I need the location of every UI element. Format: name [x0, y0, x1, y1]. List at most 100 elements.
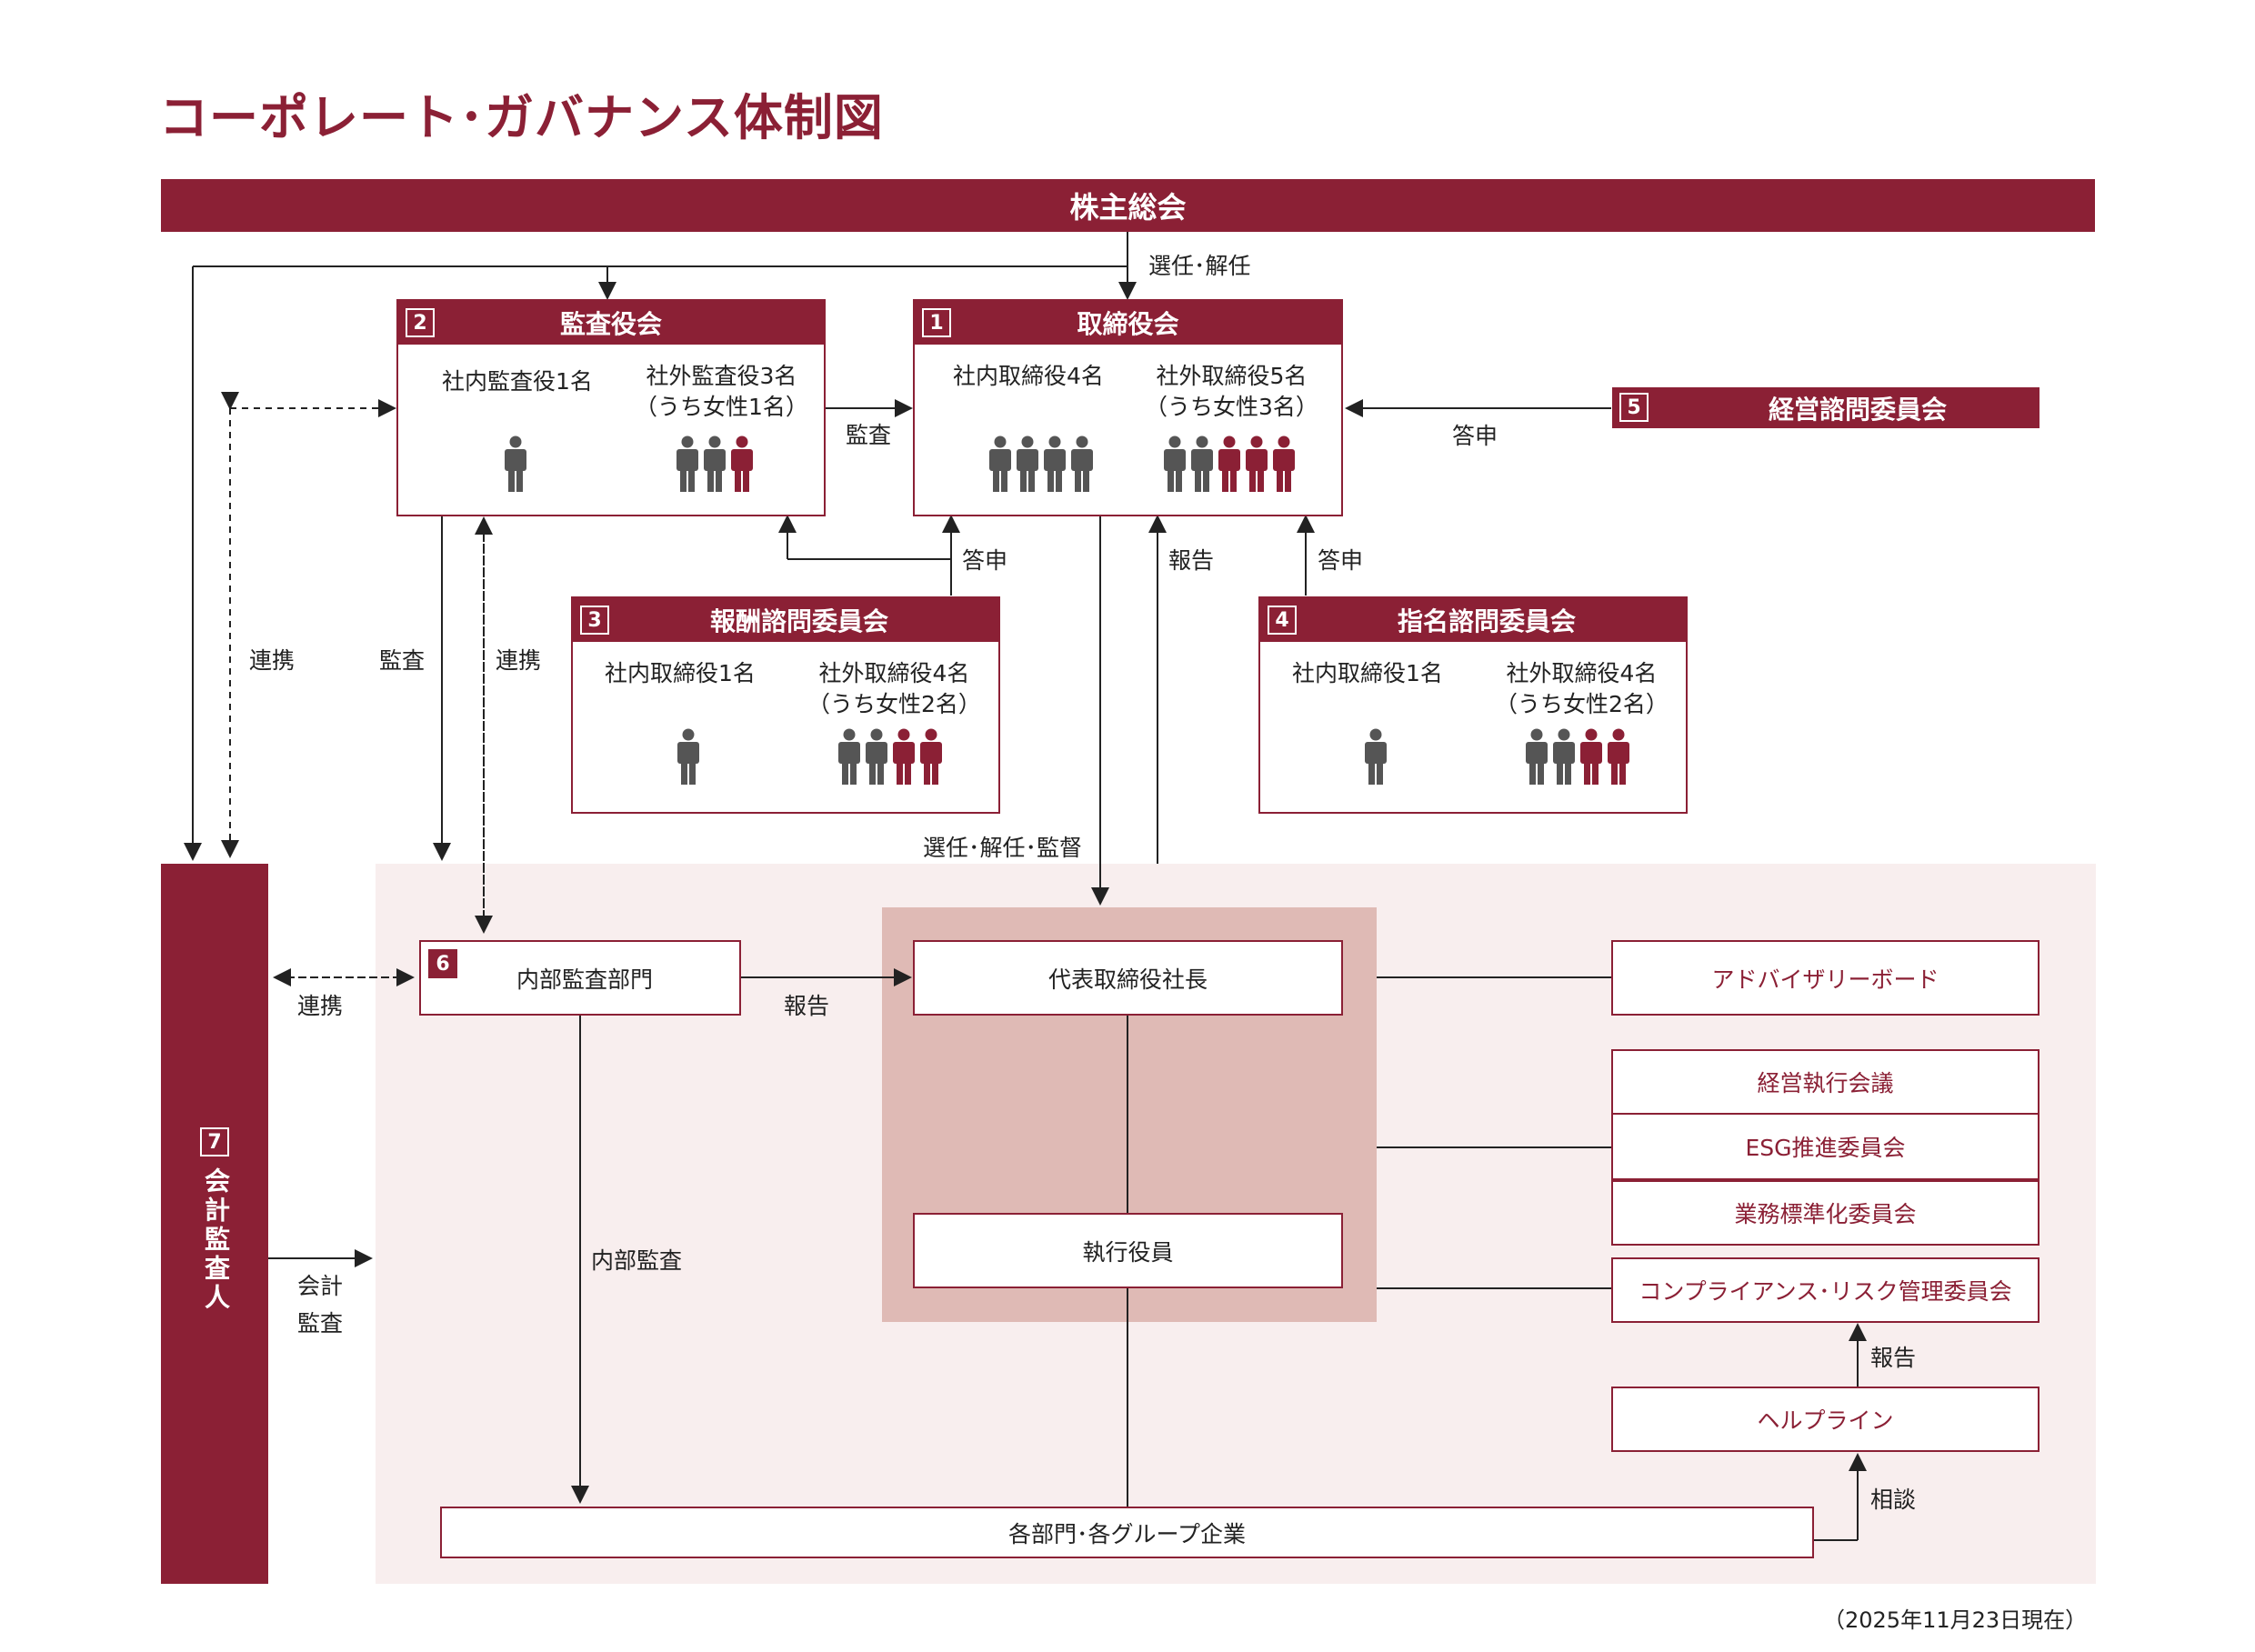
audit-inside-people — [503, 436, 528, 494]
board-inside: 社内取締役4名 — [953, 363, 1104, 389]
audit-outside-people — [675, 436, 755, 494]
internal-audit-dept: 6 内部監査部門 — [419, 940, 741, 1016]
label-coop-left: 連携 — [249, 647, 296, 674]
nom-inside-people — [1363, 728, 1388, 786]
officers-box: 執行役員 — [913, 1213, 1343, 1288]
board-number: 1 — [922, 308, 951, 337]
standardization-committee-box: 業務標準化委員会 — [1611, 1180, 2040, 1246]
comp-committee-inside: 社内取締役1名 — [605, 660, 756, 686]
person-icon — [1071, 436, 1093, 492]
nom-outside-count: 社外取締役4名 — [1506, 660, 1658, 686]
shareholders-label: 株主総会 — [1069, 190, 1187, 225]
ceo-box: 代表取締役社長 — [913, 940, 1343, 1016]
person-icon — [893, 728, 915, 785]
nom-committee-title: 指名諮問委員会 — [1397, 606, 1576, 636]
comp-committee-header: 報酬諮問委員会 — [573, 598, 998, 642]
comp-outside-people — [837, 728, 944, 786]
person-icon — [676, 436, 698, 492]
label-coop-internal: 連携 — [297, 993, 344, 1019]
person-icon — [1608, 728, 1629, 785]
nom-outside-people — [1524, 728, 1631, 786]
board-outside-count: 社外取締役5名 — [1156, 363, 1308, 389]
esg-committee-box: ESG推進委員会 — [1611, 1115, 2040, 1180]
comp-outside-count: 社外取締役4名 — [818, 660, 970, 686]
comp-committee-number: 3 — [580, 606, 609, 635]
label-elect-supervise: 選任･解任･監督 — [923, 835, 1083, 861]
advisory-board-box: アドバイザリーボード — [1611, 940, 2040, 1016]
comp-outside-women: （うち女性2名） — [807, 691, 981, 717]
board-header: 取締役会 — [915, 301, 1341, 345]
board-outside: 社外取締役5名 （うち女性3名） — [1145, 361, 1318, 423]
audit-board-outside: 社外監査役3名 （うち女性1名） — [635, 361, 808, 423]
label-help-report: 報告 — [1870, 1345, 1917, 1371]
label-comp-report: 答申 — [962, 547, 1008, 574]
board-box: 取締役会 1 社内取締役4名 社外取締役5名 （うち女性3名） — [913, 299, 1343, 516]
person-icon — [1246, 436, 1268, 492]
compliance-committee-box: コンプライアンス･リスク管理委員会 — [1611, 1257, 2040, 1323]
page-title: コーポレート･ガバナンス体制図 — [159, 89, 884, 146]
audit-board-number: 2 — [406, 308, 435, 337]
person-icon — [1365, 728, 1387, 785]
shareholders-meeting: 株主総会 — [161, 179, 2095, 232]
internal-audit-title: 内部監査部門 — [516, 966, 653, 993]
person-icon — [731, 436, 753, 492]
nom-committee-header: 指名諮問委員会 — [1260, 598, 1686, 642]
departments-box: 各部門･各グループ企業 — [440, 1507, 1814, 1558]
label-accounting-audit: 監査 — [297, 1310, 344, 1337]
nom-committee-outside: 社外取締役4名 （うち女性2名） — [1495, 658, 1669, 720]
label-accounting: 会計 — [297, 1273, 344, 1299]
mgmt-advisory-committee: 5 経営諮問委員会 — [1612, 387, 2040, 428]
comp-inside-people — [676, 728, 701, 786]
label-nom-report: 答申 — [1318, 547, 1364, 574]
person-icon — [1191, 436, 1213, 492]
person-icon — [1044, 436, 1066, 492]
audit-board-outside-women: （うち女性1名） — [635, 394, 808, 420]
audit-board-box: 監査役会 2 社内監査役1名 社外監査役3名 （うち女性1名） — [396, 299, 826, 516]
person-icon — [989, 436, 1011, 492]
person-icon — [1273, 436, 1295, 492]
mgmt-advisory-title: 経営諮問委員会 — [1768, 394, 1947, 425]
mgmt-advisory-number: 5 — [1619, 393, 1649, 422]
auditor-title: 会計監査人 — [201, 1167, 231, 1313]
person-icon — [866, 728, 887, 785]
person-icon — [1218, 436, 1240, 492]
person-icon — [1526, 728, 1548, 785]
accounting-auditor-bar: 7 会計監査人 — [161, 864, 268, 1584]
person-icon — [677, 728, 699, 785]
audit-board-title: 監査役会 — [559, 309, 662, 339]
label-consult: 相談 — [1870, 1487, 1917, 1513]
comp-committee-outside: 社外取締役4名 （うち女性2名） — [807, 658, 981, 720]
board-inside-people — [987, 436, 1095, 494]
person-icon — [1553, 728, 1575, 785]
person-icon — [920, 728, 942, 785]
person-icon — [838, 728, 860, 785]
board-outside-women: （うち女性3名） — [1145, 394, 1318, 420]
comp-committee-title: 報酬諮問委員会 — [709, 606, 888, 636]
person-icon — [505, 436, 526, 492]
label-elect-dismiss: 選任･解任 — [1148, 253, 1251, 279]
audit-board-inside: 社内監査役1名 — [442, 368, 593, 395]
audit-board-header: 監査役会 — [398, 301, 824, 345]
exec-meeting-box: 経営執行会議 — [1611, 1049, 2040, 1115]
person-icon — [1580, 728, 1602, 785]
nom-committee-inside: 社内取締役1名 — [1292, 660, 1443, 686]
date-note: （2025年11月23日現在） — [1823, 1607, 2088, 1633]
label-internal-audit: 内部監査 — [591, 1247, 683, 1274]
label-report-internal: 報告 — [784, 993, 830, 1019]
person-icon — [1017, 436, 1038, 492]
label-audit-left: 監査 — [379, 647, 426, 674]
person-icon — [704, 436, 726, 492]
helpline-box: ヘルプライン — [1611, 1387, 2040, 1452]
audit-board-outside-count: 社外監査役3名 — [646, 363, 797, 389]
nom-committee-number: 4 — [1268, 606, 1297, 635]
internal-audit-number: 6 — [428, 949, 457, 978]
nom-outside-women: （うち女性2名） — [1495, 691, 1669, 717]
label-report-up: 報告 — [1168, 547, 1215, 574]
label-audit-board: 監査 — [846, 422, 892, 448]
comp-committee-box: 報酬諮問委員会 3 社内取締役1名 社外取締役4名 （うち女性2名） — [571, 596, 1000, 814]
label-advisory-report: 答申 — [1452, 423, 1498, 449]
nom-committee-box: 指名諮問委員会 4 社内取締役1名 社外取締役4名 （うち女性2名） — [1258, 596, 1688, 814]
person-icon — [1164, 436, 1186, 492]
board-title: 取締役会 — [1077, 309, 1179, 339]
